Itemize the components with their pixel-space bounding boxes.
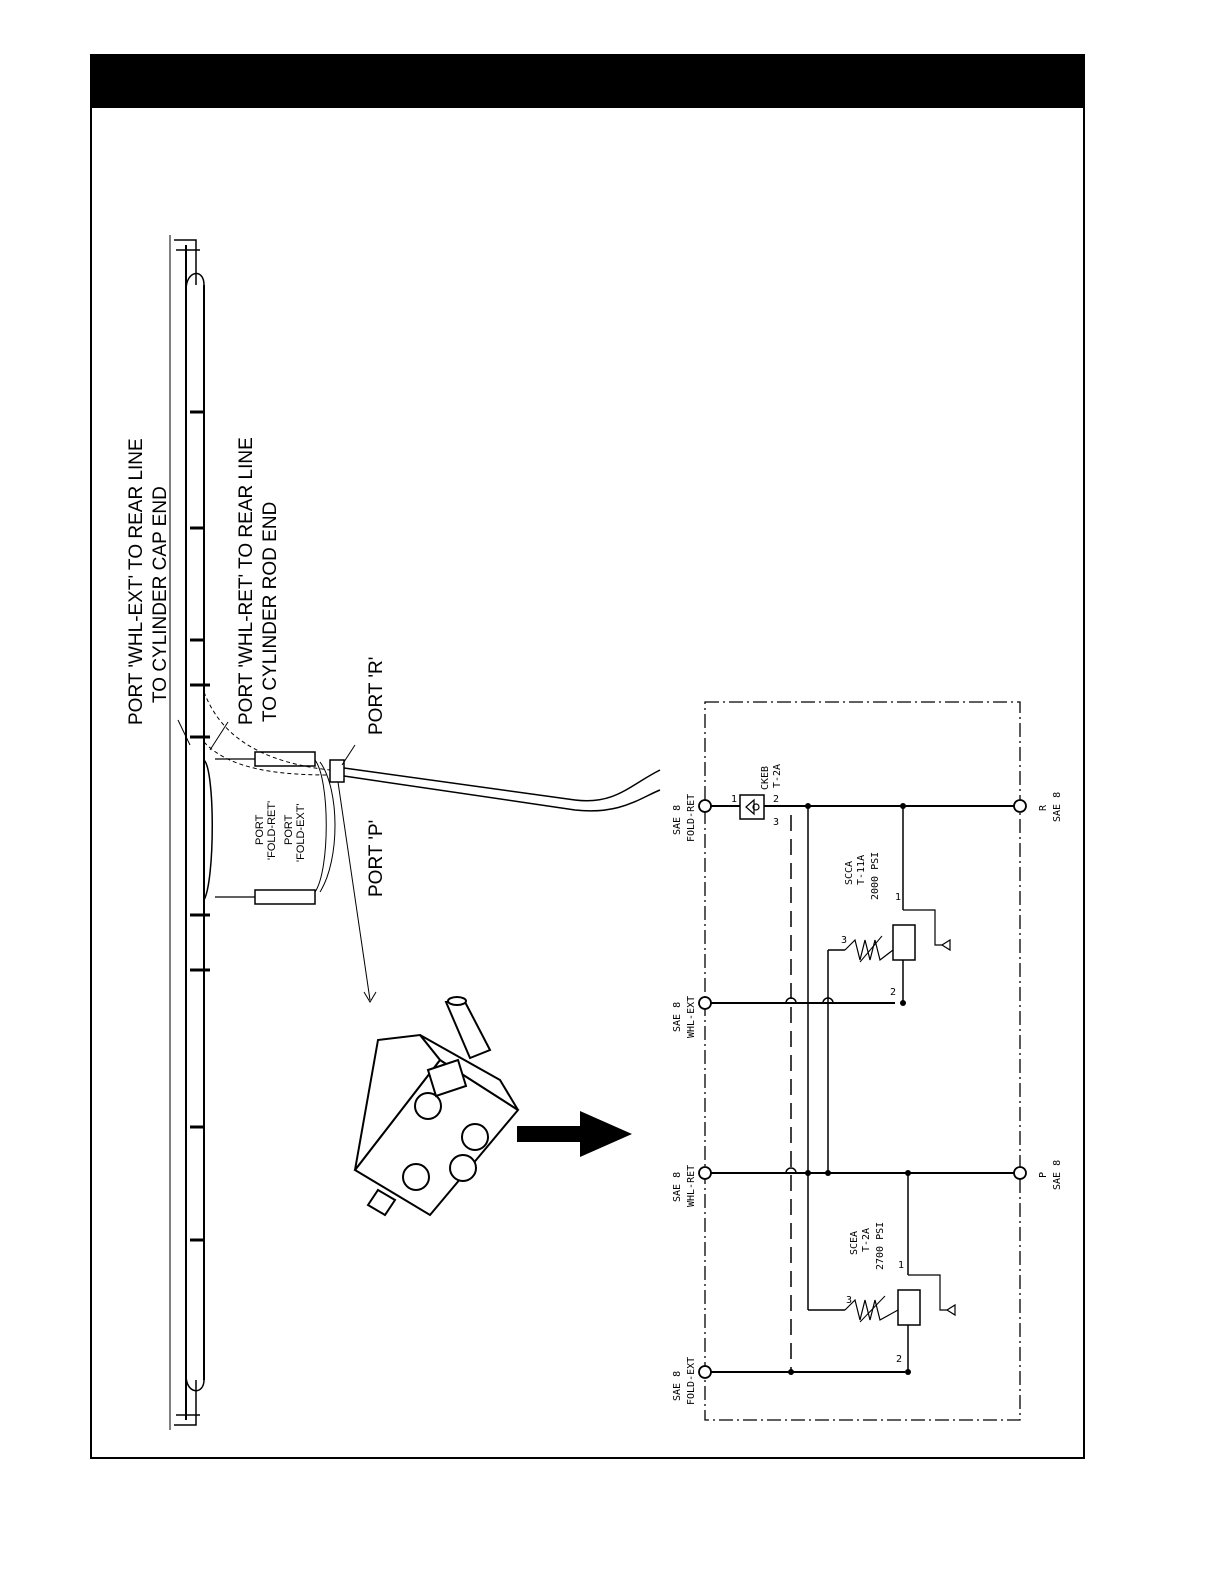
scea-pin-3: 3 <box>846 1295 852 1306</box>
port-whl-ext-name: WHL-EXT <box>686 996 697 1038</box>
valve-ckeb-model: CKEB <box>760 766 771 790</box>
port-p-size: SAE 8 <box>1052 1160 1063 1190</box>
label-port-p: PORT 'P' <box>366 820 387 897</box>
machine-frame-drawing <box>170 235 660 1430</box>
label-fold-ret-line2: 'FOLD-RET' <box>266 801 278 860</box>
valve-scea-model: SCEA <box>849 1231 860 1255</box>
hydraulic-schematic: SAE 8 FOLD-RET SAE 8 WHL-EXT SAE 8 WHL-R… <box>672 702 1063 1420</box>
ckeb-pin-3: 3 <box>773 817 779 828</box>
port-whl-ret-name: WHL-RET <box>686 1165 697 1207</box>
scca-pin-3: 3 <box>841 935 847 946</box>
port-p-name: P <box>1038 1172 1049 1178</box>
scea-pin-2: 2 <box>896 1354 902 1365</box>
valve-scca-model: SCCA <box>844 861 855 885</box>
label-whl-ext-line1: PORT 'WHL-EXT' TO REAR LINE <box>126 438 147 725</box>
ckeb-pin-2: 2 <box>773 794 779 805</box>
right-arrow-icon <box>517 1111 632 1157</box>
label-whl-ret-line2: TO CYLINDER ROD END <box>260 502 281 722</box>
port-whl-ret-size: SAE 8 <box>672 1172 683 1202</box>
label-port-r: PORT 'R' <box>366 657 387 735</box>
label-whl-ret-line1: PORT 'WHL-RET' TO REAR LINE <box>236 437 257 725</box>
valve-block-illustration <box>355 997 518 1215</box>
port-fold-ret-name: FOLD-RET <box>686 794 697 842</box>
scea-pin-1: 1 <box>898 1260 904 1271</box>
valve-scca-cavity: T-11A <box>856 855 867 885</box>
port-whl-ext-size: SAE 8 <box>672 1002 683 1032</box>
port-fold-ret-size: SAE 8 <box>672 805 683 835</box>
label-fold-ext-line1: PORT <box>283 814 295 845</box>
valve-scea-setting: 2700 PSI <box>875 1222 886 1270</box>
label-fold-ext-line2: 'FOLD-EXT' <box>295 803 307 862</box>
port-r-name: R <box>1038 804 1049 811</box>
ckeb-pin-1: 1 <box>731 794 737 805</box>
port-fold-ext-name: FOLD-EXT <box>686 1357 697 1405</box>
scca-pin-2: 2 <box>890 987 896 998</box>
label-fold-ret-line1: PORT <box>254 814 266 845</box>
callout-labels: PORT 'WHL-EXT' TO REAR LINE TO CYLINDER … <box>126 437 387 897</box>
port-r-size: SAE 8 <box>1052 792 1063 822</box>
valve-scea-cavity: T-2A <box>861 1228 872 1252</box>
valve-ckeb-cavity: T-2A <box>772 764 783 788</box>
port-fold-ext-size: SAE 8 <box>672 1371 683 1401</box>
scca-pin-1: 1 <box>895 892 901 903</box>
valve-scca-setting: 2000 PSI <box>870 852 881 900</box>
label-whl-ext-line2: TO CYLINDER CAP END <box>150 486 171 703</box>
